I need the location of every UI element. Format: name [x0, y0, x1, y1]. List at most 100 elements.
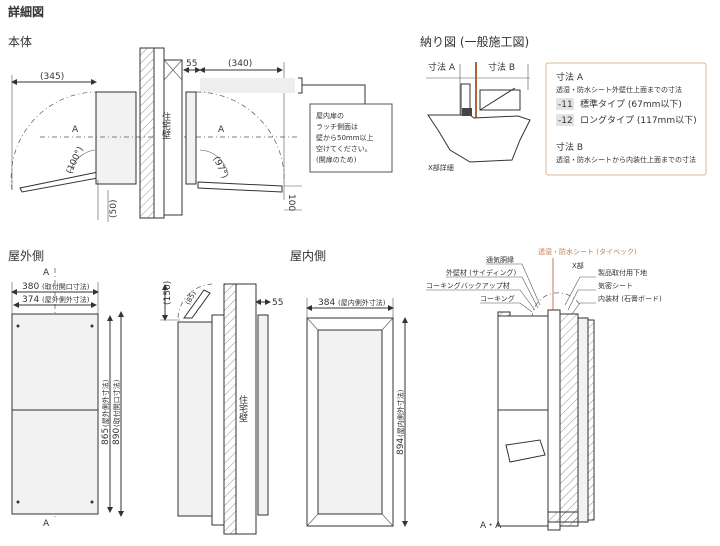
aa-label-left: 外壁材 (サイディング) [446, 268, 516, 277]
note-box [309, 103, 393, 173]
inner-door-open [197, 181, 283, 193]
indoor-elevation: 屋内側 384 (屋内側外寸法) 894 (屋内側外寸法) [290, 249, 408, 527]
legend-box [545, 62, 707, 176]
section-a-left: A [72, 125, 79, 135]
outer-door-open [19, 171, 99, 193]
aa-label-right: 製品取付用下地 [598, 268, 647, 277]
width-outer-note: (屋外側外寸法) [42, 295, 90, 304]
x-part-label: X部 [572, 261, 584, 270]
wall-cross [163, 59, 183, 81]
note-line: 壁から50mm以上 [316, 133, 374, 142]
aa-label-right: 内装材 (石膏ボード) [598, 294, 662, 303]
frame-miters [306, 317, 394, 527]
dim-b-label: 寸法 B [488, 61, 515, 73]
note-line: ラッチ側面は [316, 122, 358, 131]
sheet-label: 透湿・防水シート (タイベック) [538, 247, 637, 256]
indoor-panel [317, 329, 383, 515]
wall-studs [139, 47, 155, 219]
legend-label: ロングタイプ (117mm以下) [580, 114, 697, 126]
angle-arc-outer [69, 149, 96, 173]
aa-wall [547, 309, 561, 531]
aa-label-right: 気密シート [598, 281, 633, 290]
note-line: (開扉のため) [316, 155, 357, 164]
side-unit [177, 321, 213, 517]
detail-caption: X部詳細 [428, 163, 454, 172]
side-section: (150) (85) 住宅壁 55 [160, 281, 283, 535]
aa-leaders-left [426, 263, 541, 313]
inner-door-swing-arc [195, 91, 285, 187]
main-body-heading: 本体 [8, 35, 32, 49]
clearance-zone [200, 78, 295, 93]
outer-door-swing-arc [10, 91, 99, 191]
outer-unit-box [95, 91, 137, 185]
outdoor-panel [11, 313, 99, 515]
side-swing-arc [177, 283, 213, 319]
aa-label-left: コーキングバックアップ材 [426, 281, 510, 290]
aa-inner-panel [587, 319, 595, 521]
angle-outer: (100°) [65, 145, 86, 175]
section-a-right: A [218, 125, 225, 135]
dim-85: (85) [184, 290, 198, 307]
installation-detail: 納り図 (一般施工図) 寸法 A 寸法 B X部詳細 寸法 A 透湿・防水シート… [420, 34, 707, 176]
angle-arc-inner [199, 149, 229, 175]
legend-b-title: 寸法 B [556, 141, 583, 153]
section-a-bottom: A [43, 519, 50, 529]
dim-150: (150) [163, 281, 173, 305]
outdoor-heading: 屋外側 [8, 249, 44, 263]
height-outer: 865 [101, 428, 111, 445]
dim-340: (340) [228, 59, 252, 69]
indoor-width: 384 [318, 298, 335, 308]
dim-55: 55 [186, 59, 197, 69]
indoor-height: 894 [396, 438, 406, 455]
indoor-heading: 屋内側 [290, 249, 326, 263]
note-line: 屋内扉の [316, 111, 344, 120]
legend-b-desc: 透湿・防水シートから内装仕上面までの寸法 [556, 155, 696, 164]
width-opening: 380 [22, 282, 39, 292]
height-outer-note: (屋外側外寸法) [101, 379, 110, 427]
note-leader [298, 77, 366, 110]
section-aa: 透湿・防水シート (タイベック) 通気胴縁 外壁材 (サイディング) コーキング… [426, 247, 662, 531]
installation-heading: 納り図 (一般施工図) [420, 34, 529, 49]
width-opening-note: (取付開口寸法) [42, 282, 90, 291]
dim-345: (345) [40, 72, 64, 82]
legend-a-title: 寸法 A [556, 71, 584, 83]
side-wall [235, 283, 257, 535]
side-frame [211, 314, 225, 526]
width-outer: 374 [22, 295, 39, 305]
code-badge [556, 114, 574, 126]
dim-50: (50) [109, 200, 119, 218]
dim-55: 55 [272, 298, 283, 308]
aa-label-left: 通気胴縁 [486, 255, 514, 264]
inner-door [185, 91, 197, 185]
height-opening-note: (取付開口寸法) [112, 379, 121, 427]
wall-board [163, 59, 183, 216]
main-body-plan: 本体 (345) A (100°) (50) 住宅壁 55 (340) A (9… [8, 35, 393, 222]
wall-label: 住宅壁 [160, 111, 171, 139]
height-opening: 890 [112, 428, 122, 445]
angle-inner: (97°) [211, 155, 230, 180]
aa-frame [559, 313, 579, 527]
side-wall-studs [223, 283, 237, 535]
aa-caption: A・A [480, 521, 502, 531]
aa-label-left: コーキング [480, 294, 515, 303]
legend-label: 標準タイプ (67mm以下) [580, 98, 682, 110]
detail-section [427, 114, 531, 163]
aa-latch [505, 439, 546, 463]
side-inner-door [257, 314, 269, 516]
legend-a-desc: 透湿・防水シート外壁仕上面までの寸法 [556, 85, 682, 94]
indoor-height-note: (屋内側外寸法) [396, 389, 405, 437]
note-line: 空けてください。 [316, 144, 372, 153]
aa-outer-unit [497, 315, 549, 527]
side-door-open [183, 289, 211, 319]
indoor-width-note: (屋内側外寸法) [338, 298, 386, 307]
dim-100: 100 [286, 194, 296, 211]
legend-code: -12 [558, 116, 573, 126]
aa-inner-door [577, 317, 589, 523]
dim-a-label: 寸法 A [428, 61, 456, 73]
caulking [462, 108, 472, 116]
side-wall-label: 住宅壁 [237, 394, 248, 422]
legend-code: -11 [558, 100, 573, 110]
page-title: 詳細図 [8, 4, 44, 19]
outdoor-elevation: 屋外側 A 380 (取付開口寸法) 374 (屋外側外寸法) 865 (屋外側… [8, 249, 124, 529]
